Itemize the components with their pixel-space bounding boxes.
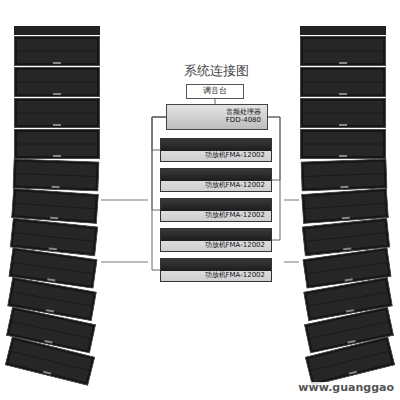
node-label: 功放机FMA-12002: [205, 242, 266, 250]
node-label: 功放机FMA-12002: [205, 152, 266, 160]
node-label: 功放机FMA-12002: [205, 182, 266, 190]
processor-unit: 音频处理器FDD-4080: [166, 104, 268, 130]
node-label: 调音台: [203, 87, 227, 96]
amplifier-unit: 功放机FMA-12002: [160, 138, 272, 162]
amplifier-unit: 功放机FMA-12002: [160, 228, 272, 252]
node-label: 功放机FMA-12002: [205, 212, 266, 220]
mixer-box: 调音台: [186, 84, 244, 99]
line-array-left: [5, 26, 100, 385]
amplifier-unit: 功放机FMA-12002: [160, 258, 272, 282]
signal-cable: [152, 117, 166, 210]
node-label: 功放机FMA-12002: [205, 272, 266, 280]
node-label: 音频处理器: [226, 109, 261, 117]
node-label: FDD-4080: [226, 117, 261, 125]
amplifier-unit: 功放机FMA-12002: [160, 168, 272, 192]
speaker-wire: [284, 262, 299, 263]
watermark: www.guanggao: [296, 382, 396, 394]
speaker-wire: [101, 262, 148, 263]
speaker-wire: [284, 200, 299, 201]
diagram-title: 系统连接图: [160, 64, 272, 78]
speaker-wire: [101, 200, 148, 201]
amplifier-unit: 功放机FMA-12002: [160, 198, 272, 222]
line-array-right: [300, 26, 395, 385]
